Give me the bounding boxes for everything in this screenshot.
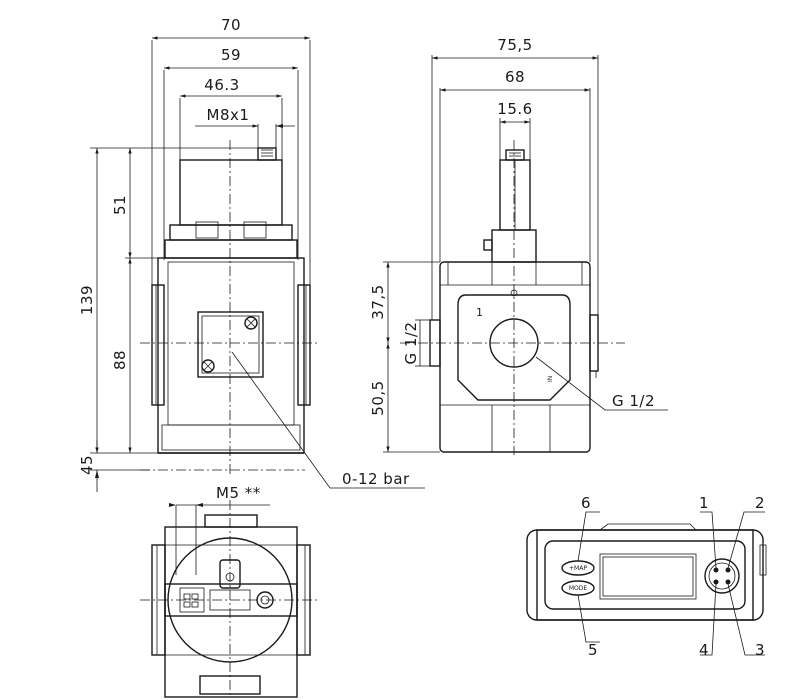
- dim-thread-m8x1: M8x1: [207, 106, 250, 124]
- callout-gauge-range: 0-12 bar: [342, 470, 410, 488]
- pin-label-6: 6: [581, 494, 591, 512]
- callout-port-right: G 1/2: [612, 392, 655, 410]
- dim-upper-37-5: 37,5: [369, 284, 387, 319]
- port-number: 1: [476, 306, 484, 319]
- dim-width-59: 59: [221, 46, 241, 64]
- pin-label-3: 3: [755, 641, 765, 659]
- dim-offset-45: 45: [78, 455, 96, 475]
- dim-height-88: 88: [111, 350, 129, 370]
- pin-label-5: 5: [588, 641, 598, 659]
- dim-bottom-thread: M5 **: [216, 484, 261, 502]
- bottom-view: M5 **: [140, 484, 320, 698]
- connector-view: +MAP MODE 6 5 1 2 4 3: [526, 494, 767, 659]
- pin-label-1: 1: [699, 494, 709, 512]
- button-map-label: +MAP: [569, 565, 587, 572]
- dim-lower-50-5: 50,5: [369, 380, 387, 415]
- pin-label-4: 4: [699, 641, 709, 659]
- dim-stem-width-15-6: 15.6: [497, 100, 532, 118]
- dim-port-left: G 1/2: [402, 321, 420, 364]
- dim-height-51: 51: [111, 195, 129, 215]
- port-marking: IN: [547, 376, 554, 382]
- dim-width-46-3: 46.3: [204, 76, 239, 94]
- dim-side-width-75-5: 75,5: [497, 36, 532, 54]
- button-mode-label: MODE: [569, 585, 588, 592]
- dim-height-139: 139: [78, 285, 96, 315]
- pin-label-2: 2: [755, 494, 765, 512]
- side-view: 1 IN 75,5 68 15.6 37,5 50,5 G 1/2 G 1/2: [369, 36, 668, 455]
- front-view: 70 59 46.3 M8x1 139 51 88 45 0-12 bar: [78, 16, 425, 492]
- dim-width-70: 70: [221, 16, 241, 34]
- dim-side-width-68: 68: [505, 68, 525, 86]
